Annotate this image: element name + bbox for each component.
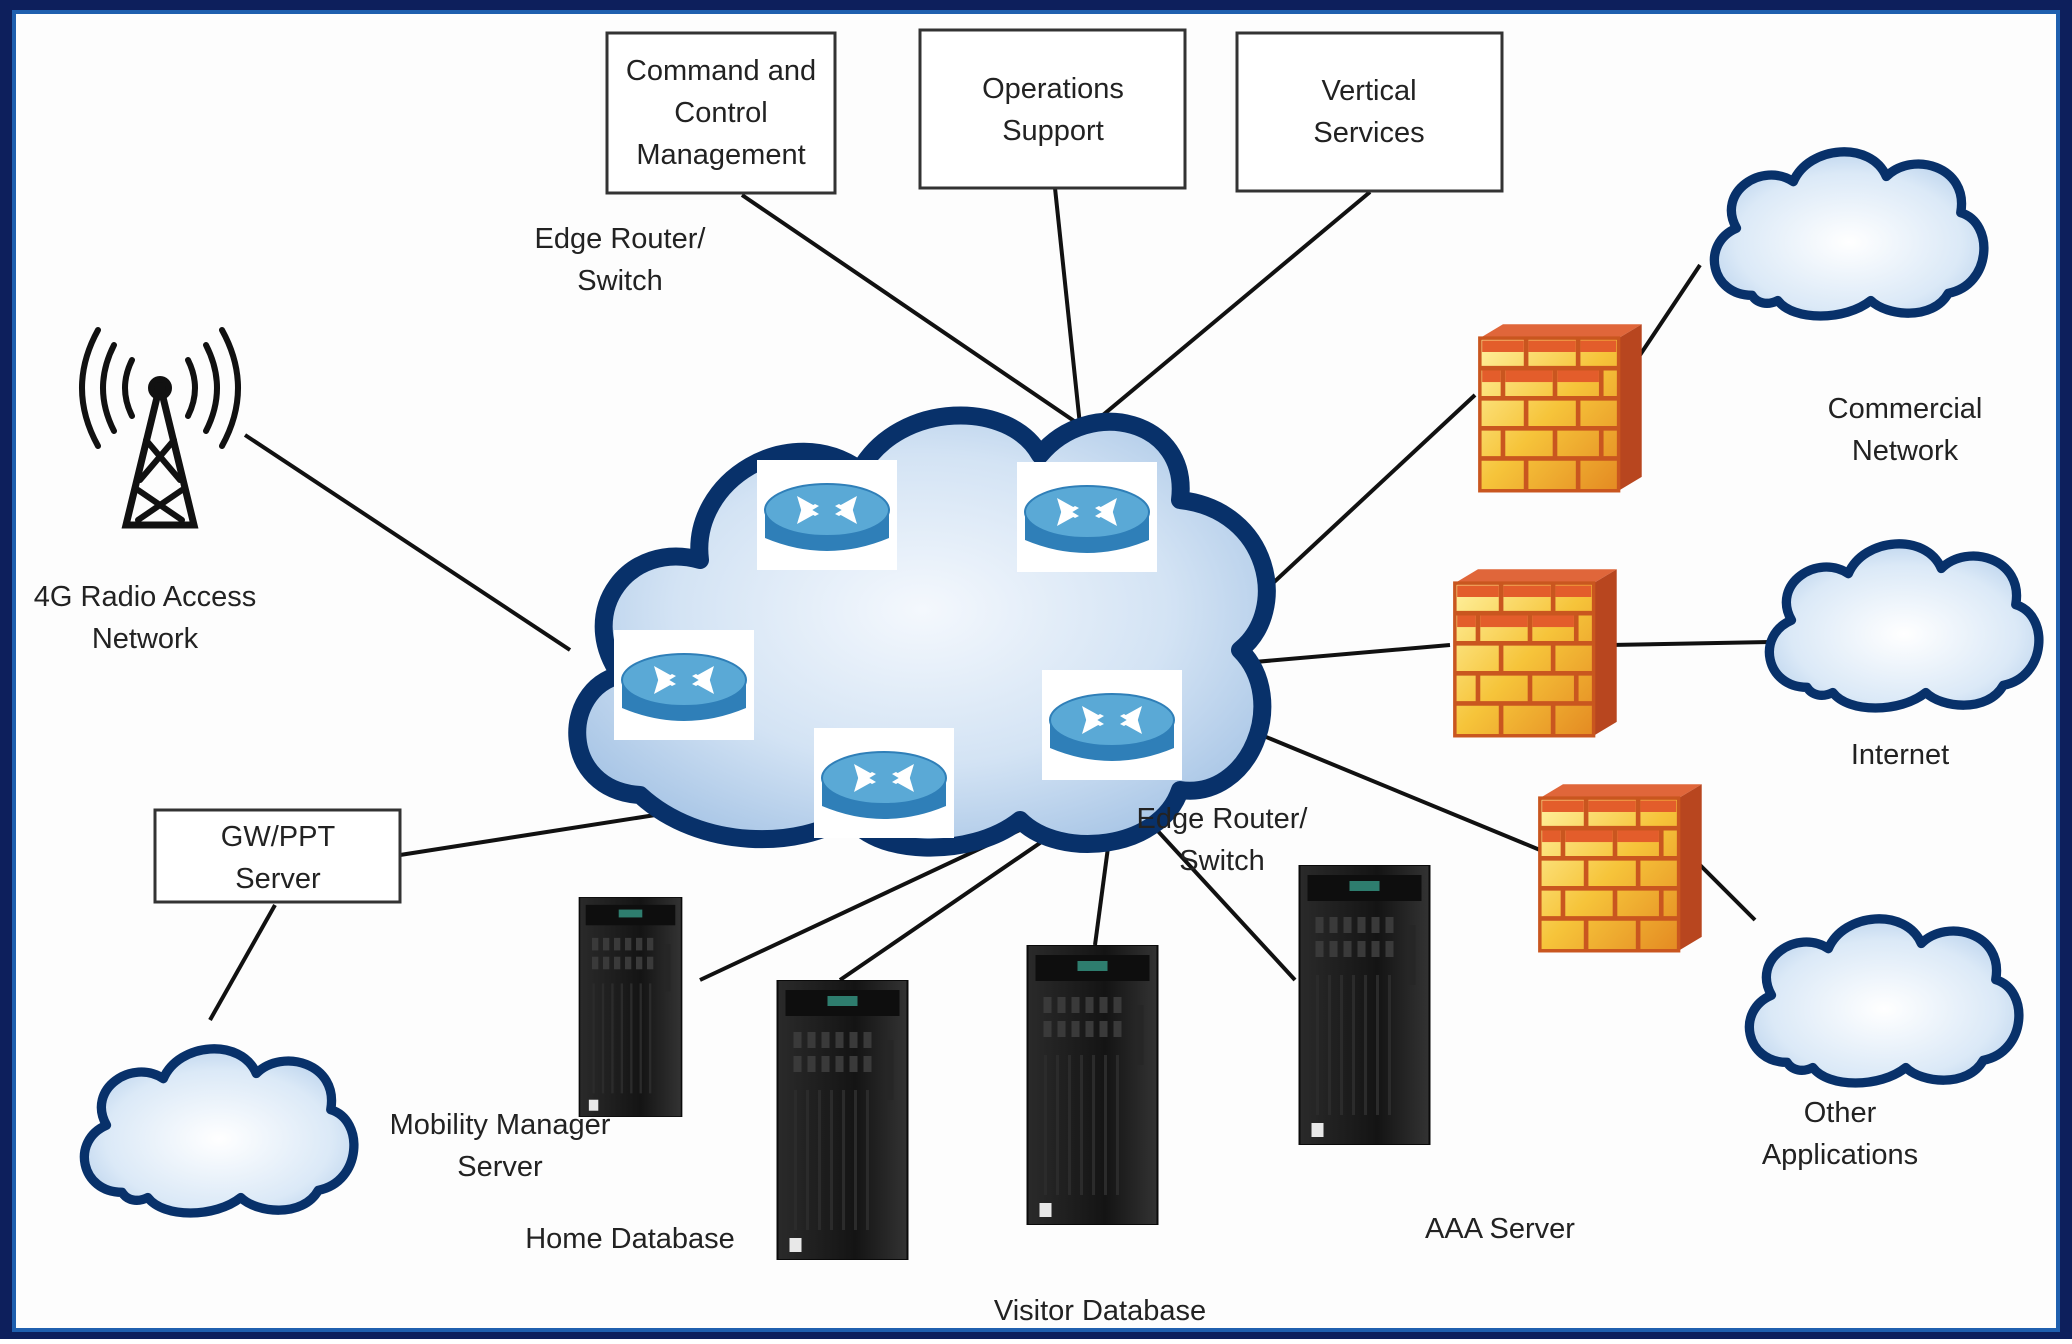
operations-support-line1: Operations <box>982 73 1124 105</box>
firewall-icon <box>1540 784 1702 951</box>
mobility-manager-line2: Server <box>457 1151 543 1183</box>
radio-tower-icon <box>79 327 241 529</box>
firewall-icon <box>1480 324 1642 491</box>
other-applications-line2: Applications <box>1762 1139 1918 1171</box>
mobility-manager-label: Mobility Manager Server <box>390 1109 611 1183</box>
tower-server-icon <box>1025 945 1160 1225</box>
cloud-icon <box>84 1049 353 1213</box>
cloud-icon <box>1769 544 2038 708</box>
commercial-network-line1: Commercial <box>1828 393 1983 425</box>
edge-router-top-line2: Switch <box>577 265 662 297</box>
commercial-network-line2: Network <box>1852 435 1959 467</box>
command-control-box[interactable]: Command and Control Management <box>605 31 837 195</box>
edge-router-label-top: Edge Router/ Switch <box>535 223 707 297</box>
edge-router-bottom-line1: Edge Router/ <box>1137 803 1309 835</box>
router-icon <box>814 728 954 838</box>
other-applications-label: Other Applications <box>1762 1097 1918 1171</box>
operations-support-box[interactable]: Operations Support <box>918 28 1187 190</box>
link-internet-cloud <box>1609 640 1771 647</box>
vertical-services-line1: Vertical <box>1321 75 1416 107</box>
edge-router-bottom-line2: Switch <box>1179 845 1264 877</box>
command-control-line2: Control <box>674 97 768 129</box>
tower-server-icon <box>775 980 910 1260</box>
gw-ppt-server-box[interactable]: GW/PPT Server <box>153 808 402 904</box>
cloud-icon <box>1714 152 1983 316</box>
edge-router-top-line1: Edge Router/ <box>535 223 707 255</box>
aaa-server-label: AAA Server <box>1425 1213 1575 1245</box>
link-other-cloud <box>1698 863 1757 922</box>
gw-ppt-line2: Server <box>235 863 321 895</box>
internet-label: Internet <box>1851 739 1949 771</box>
router-icon <box>614 630 754 740</box>
link-command-control <box>740 193 1082 427</box>
link-commercial-cloud <box>1638 263 1702 357</box>
router-icon <box>757 460 897 570</box>
link-radio-access <box>243 433 572 652</box>
link-firewall-other <box>1224 718 1541 852</box>
radio-access-line2: Network <box>92 623 199 655</box>
link-gw-cloud <box>208 904 277 1021</box>
firewall-icon <box>1455 569 1617 736</box>
router-icon <box>1042 670 1182 780</box>
commercial-network-label: Commercial Network <box>1828 393 1983 467</box>
radio-access-label: 4G Radio Access Network <box>34 581 256 655</box>
link-operations-support <box>1053 187 1082 426</box>
cloud-icon <box>1749 919 2018 1083</box>
visitor-database-label: Visitor Database <box>994 1295 1206 1327</box>
home-database-label: Home Database <box>525 1223 735 1255</box>
edge-router-label-bottom: Edge Router/ Switch <box>1137 803 1309 877</box>
gw-ppt-line1: GW/PPT <box>221 821 336 853</box>
vertical-services-line2: Services <box>1313 117 1424 149</box>
other-applications-line1: Other <box>1804 1097 1877 1129</box>
vertical-services-box[interactable]: Vertical Services <box>1235 31 1504 193</box>
operations-support-line2: Support <box>1002 115 1104 147</box>
tower-server-icon <box>577 897 684 1117</box>
command-control-line3: Management <box>636 139 805 171</box>
router-icon <box>1017 462 1157 572</box>
mobility-manager-line1: Mobility Manager <box>390 1109 611 1141</box>
command-control-line1: Command and <box>626 55 816 87</box>
link-vertical-services <box>1083 190 1372 432</box>
radio-access-line1: 4G Radio Access <box>34 581 256 613</box>
tower-server-icon <box>1297 865 1432 1145</box>
